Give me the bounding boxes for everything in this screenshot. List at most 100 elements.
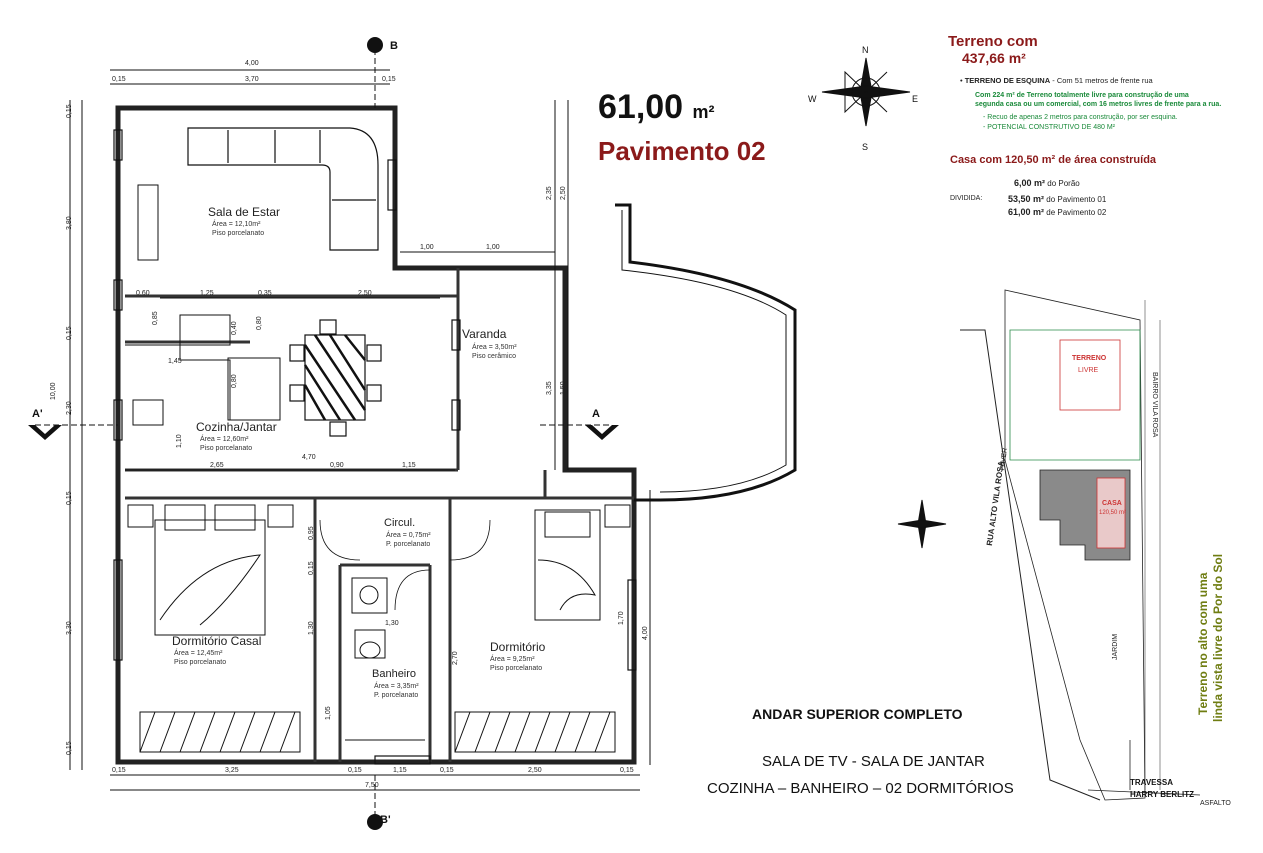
dim-top-part: 0,15	[112, 76, 126, 83]
map-street-bottom-2: HARRY BERLITZ	[1130, 790, 1194, 799]
room-name: Varanda	[462, 327, 507, 341]
room-name: Sala de Estar	[208, 205, 281, 219]
dim-kitchen: 0,90	[330, 462, 344, 469]
dim-varanda: 1,00	[420, 244, 434, 251]
dim-kitchen: 1,15	[402, 462, 416, 469]
terrain-title: Terreno com	[948, 33, 1038, 50]
house-summary: Casa com 120,50 m² de área construída	[950, 154, 1157, 166]
terrain-bullet-rest: - Com 51 metros de frente rua	[1050, 76, 1153, 85]
dim-inner: 1,30	[308, 621, 315, 635]
room-floor: Piso porcelanato	[490, 665, 543, 672]
dim-varanda: 1,00	[486, 244, 500, 251]
summary-line-1: SALA DE TV - SALA DE JANTAR	[762, 753, 985, 770]
map-casa-label: CASA	[1102, 500, 1122, 507]
dim-bottom-part: 2,50	[528, 767, 542, 774]
dim-inner: 0,15	[308, 561, 315, 575]
division-row: 6,00 m² do Porão	[1014, 178, 1080, 188]
dim-inner: 1,30	[385, 620, 399, 627]
single-bed	[534, 504, 631, 621]
map-jardim: JARDIM	[1112, 633, 1119, 660]
wardrobes	[139, 711, 616, 753]
compass-rose	[821, 57, 911, 127]
dim-top-total: 4,00	[245, 60, 259, 67]
dim-left-part: 0,15	[66, 741, 73, 755]
sofa-drawing	[187, 127, 379, 251]
terrain-bullet-title: TERRENO DE ESQUINA	[964, 76, 1051, 85]
terrain-area: 437,66 m²	[962, 50, 1026, 66]
dim-inner: 0,95	[308, 526, 315, 540]
room-floor: Piso cerâmico	[472, 353, 516, 360]
dim-bottom-part: 1,15	[393, 767, 407, 774]
dim-inner: 1,10	[176, 434, 183, 448]
room-floor: Piso porcelanato	[212, 230, 265, 237]
divided-label: DIVIDIDA:	[950, 195, 983, 202]
dim-left-part: 0,15	[66, 104, 73, 118]
dim-bottom-part: 0,15	[440, 767, 454, 774]
dim-left-part: 2,30	[66, 401, 73, 415]
dim-inner: 0,80	[231, 374, 238, 388]
dim-bottom-part: 0,15	[620, 767, 634, 774]
double-bed	[127, 504, 294, 636]
division-row: 61,00 m² de Pavimento 02	[1008, 207, 1107, 217]
dim-right: 1,50	[560, 381, 567, 395]
summary-title: ANDAR SUPERIOR COMPLETO	[752, 706, 963, 722]
room-name: Dormitório	[490, 640, 546, 654]
dining-table	[289, 319, 382, 437]
room-floor: Piso porcelanato	[200, 445, 253, 452]
compass-s: S	[862, 142, 869, 152]
tv-cabinet	[137, 184, 159, 261]
dim-left-part: 0,15	[66, 326, 73, 340]
dim-left-part: 3,80	[66, 216, 73, 230]
dim-bottom-part: 3,25	[225, 767, 239, 774]
dim-bottom-part: 0,15	[112, 767, 126, 774]
map-vista-line-1: Terreno no alto com uma	[1196, 572, 1210, 715]
dim-top-part: 0,15	[382, 76, 396, 83]
bathroom-fixtures	[345, 577, 425, 741]
room-area: Área = 3,50m²	[472, 344, 517, 351]
section-markers	[28, 37, 619, 830]
dim-mid: 0,60	[136, 290, 150, 297]
map-street-bottom-sub: ASFALTO	[1200, 800, 1231, 807]
dim-right: 2,50	[560, 186, 567, 200]
map-terreno-label: TERRENO	[1072, 355, 1107, 362]
room-area: Área = 3,35m²	[374, 683, 419, 690]
room-area: Área = 12,10m²	[212, 221, 261, 228]
compass-e: E	[912, 94, 919, 104]
terrain-bullet: • TERRENO DE ESQUINA - Com 51 metros de …	[960, 76, 1153, 85]
kitchen-counter	[125, 314, 281, 426]
total-area-title: 61,00 m²	[598, 88, 715, 127]
dim-left-part: 0,15	[66, 491, 73, 505]
room-name: Dormitório Casal	[172, 634, 262, 648]
dim-kitchen-total: 4,70	[302, 454, 316, 461]
dim-bottom-total: 7,50	[365, 782, 379, 789]
dim-top-part: 3,70	[245, 76, 259, 83]
terrain-green-2: segunda casa ou um comercial, com 16 met…	[975, 101, 1222, 108]
site-map	[960, 289, 1201, 801]
map-vista-line-2: linda vista livre do Por do Sol	[1211, 553, 1225, 722]
room-floor: P. porcelanato	[374, 692, 419, 699]
room-floor: P. porcelanato	[386, 541, 431, 548]
room-area: Área = 12,60m²	[200, 436, 249, 443]
map-street-bottom-1: TRAVESSA	[1130, 778, 1173, 787]
dim-inner: 1,05	[325, 706, 332, 720]
summary-line-2: COZINHA – BANHEIRO – 02 DORMITÓRIOS	[707, 780, 1014, 797]
dim-kitchen: 2,65	[210, 462, 224, 469]
dim-inner: 0,40	[231, 321, 238, 335]
dim-left-part: 3,30	[66, 621, 73, 635]
compass-n: N	[862, 45, 869, 55]
section-a-left: A'	[32, 408, 43, 420]
division-row: 53,50 m² do Pavimento 01	[1008, 194, 1107, 204]
section-b-bottom: B'	[380, 814, 391, 826]
room-name: Banheiro	[372, 668, 417, 680]
balcony-outline	[615, 203, 797, 502]
room-name: Circul.	[384, 517, 416, 529]
room-floor: Piso porcelanato	[174, 659, 227, 666]
dim-inner: 0,80	[256, 316, 263, 330]
area-unit: m²	[692, 102, 715, 122]
section-b-top: B	[390, 40, 398, 52]
exterior-walls	[115, 105, 637, 765]
section-a-right: A	[592, 408, 600, 420]
terrain-green-4: - POTENCIAL CONSTRUTIVO DE 480 M²	[983, 124, 1115, 131]
area-value: 61,00	[598, 88, 684, 126]
